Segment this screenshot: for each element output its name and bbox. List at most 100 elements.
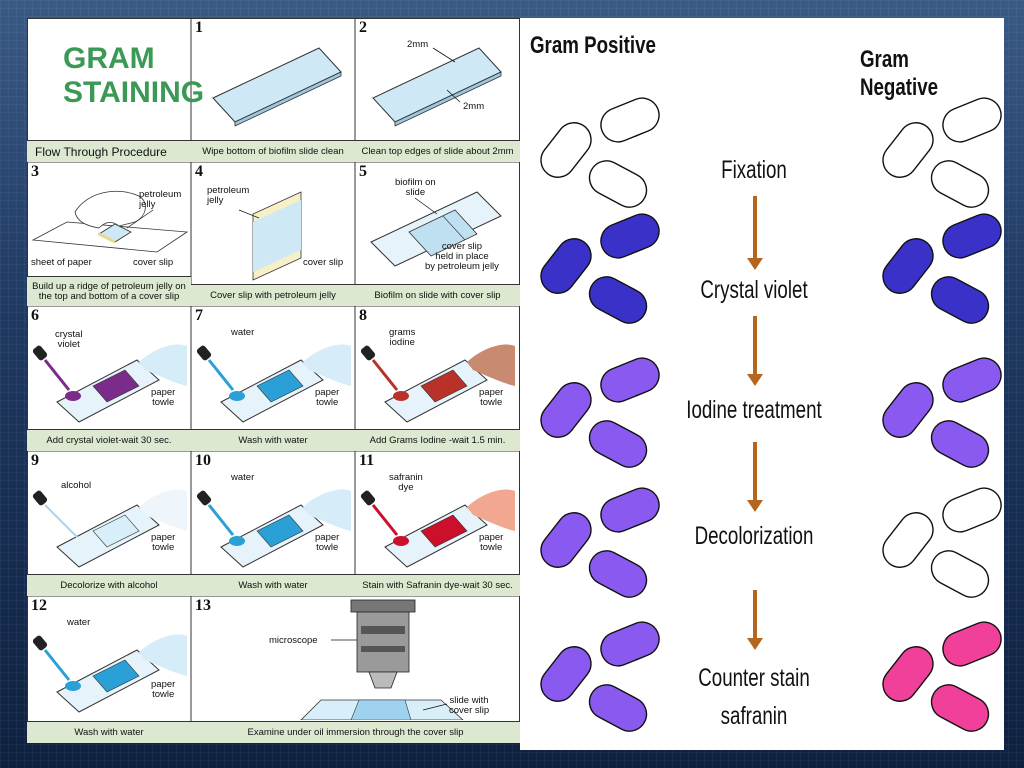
panel-number: 10 — [195, 452, 211, 469]
panel-caption: Biofilm on slide with cover slip — [355, 284, 520, 306]
gram-positive-bacterium — [588, 550, 648, 598]
label-petroleum-jelly: petroleum jelly — [139, 190, 181, 210]
flow-arrow-head — [747, 258, 763, 270]
panel-9: 9 alcohol paper towle Decolorize with al… — [27, 451, 191, 596]
panel-1: 1 Wipe bottom of biofilm slide clean — [191, 18, 355, 162]
label-line: towle — [152, 542, 175, 553]
label-line: paper — [479, 532, 504, 543]
step-label-counter-stain: Counter stain — [698, 664, 810, 692]
label-water: water — [67, 617, 91, 628]
gram-negative-bacterium — [930, 420, 990, 468]
label-water: water — [231, 472, 255, 483]
slide-illustration — [212, 47, 342, 127]
label-biofilm-on-slide: biofilm on slide — [395, 178, 436, 198]
gram-negative-bacterium — [882, 512, 934, 568]
flow-arrow-shaft — [753, 196, 757, 260]
panel-number: 2 — [359, 19, 367, 36]
gram-positive-bacterium — [600, 357, 660, 403]
panel-8: 8 grams iodine paper towle Add Grams Iod… — [355, 306, 520, 451]
gram-negative-heading: Gram Negative — [860, 46, 939, 101]
gram-negative-bacterium — [882, 646, 934, 702]
gram-positive-bacterium — [588, 160, 648, 208]
step-label-fixation: Fixation — [721, 156, 787, 184]
label-line: paper — [479, 387, 504, 398]
label-cover-slip-held: cover slip held in place by petroleum je… — [425, 242, 499, 272]
gram-negative-bacterium — [942, 621, 1002, 667]
panel-number: 5 — [359, 163, 367, 180]
label-water: water — [231, 327, 255, 338]
label-line: paper — [315, 532, 340, 543]
panel-caption: Wipe bottom of biofilm slide clean — [191, 140, 355, 162]
label-line: paper — [151, 532, 176, 543]
panel-caption: Wash with water — [27, 721, 191, 743]
gram-positive-bacterium — [588, 684, 648, 732]
gram-positive-bacterium — [600, 621, 660, 667]
gram-positive-heading: Gram Positive — [530, 32, 656, 59]
label-line: cover slip — [449, 705, 490, 716]
label-paper-towle: paper towle — [151, 388, 175, 408]
procedure-title: GRAM STAINING — [63, 42, 204, 110]
label-line: iodine — [389, 337, 415, 348]
gram-negative-bacterium — [930, 160, 990, 208]
panel-13: 13 microscope slide with cover slip Exam… — [191, 596, 520, 743]
gram-negative-bacterium — [930, 550, 990, 598]
water-wash-illustration — [196, 344, 351, 423]
flow-arrow-head — [747, 638, 763, 650]
label-paper-towle: paper towle — [479, 388, 503, 408]
gram-positive-bacterium — [540, 512, 592, 568]
panel-caption: Clean top edges of slide about 2mm — [355, 140, 520, 162]
panel-caption: Stain with Safranin dye-wait 30 sec. — [355, 574, 520, 596]
label-slide-with-cover-slip: slide with cover slip — [449, 696, 489, 716]
label-line: biofilm on — [395, 177, 436, 188]
panel-10: 10 water paper towle Wash with water — [191, 451, 355, 596]
panel-4: 4 petroleum jelly cover slip Cover slip … — [191, 162, 355, 306]
microscope-illustration — [300, 599, 464, 720]
gram-negative-bacterium — [882, 238, 934, 294]
panel-number: 3 — [31, 163, 39, 180]
panel-caption: Wash with water — [191, 574, 355, 596]
label-crystal-violet: crystal violet — [55, 330, 82, 350]
label-line: cover slip — [441, 241, 483, 252]
label-line: by petroleum jelly — [425, 261, 499, 272]
alcohol-illustration — [32, 489, 187, 568]
label-microscope: microscope — [269, 635, 318, 646]
step-label-iodine-treatment: Iodine treatment — [686, 396, 822, 424]
gram-staining-procedure-chart: GRAM STAINING Flow Through Procedure 1 W… — [27, 18, 520, 743]
label-paper-towle: paper towle — [315, 533, 339, 553]
label-line: paper — [151, 679, 176, 690]
gram-negative-bacterium — [942, 213, 1002, 259]
gram-negative-bacterium — [930, 276, 990, 324]
label-paper-towle: paper towle — [315, 388, 339, 408]
panel-12: 12 water paper towle Wash with water — [27, 596, 191, 743]
gram-positive-bacterium — [588, 276, 648, 324]
crystal-violet-illustration — [32, 344, 187, 423]
label-paper-towle: paper towle — [151, 680, 175, 700]
label-line: paper — [151, 387, 176, 398]
gram-positive-bacterium — [540, 122, 592, 178]
label-paper-towle: paper towle — [151, 533, 175, 553]
gram-positive-bacterium — [540, 382, 592, 438]
gram-negative-bacterium — [930, 684, 990, 732]
panel-number: 12 — [31, 597, 47, 614]
panel-11: 11 safranin dye paper towle Stain with S… — [355, 451, 520, 596]
gram-negative-bacterium — [942, 487, 1002, 533]
panel-number: 4 — [195, 163, 203, 180]
label-line: grams — [389, 327, 416, 338]
step-label-decolorization: Decolorization — [694, 522, 814, 550]
label-paper-towle: paper towle — [479, 533, 503, 553]
gram-negative-bacterium — [882, 382, 934, 438]
label-2mm-top: 2mm — [407, 39, 429, 50]
label-line: towle — [480, 397, 503, 408]
water-wash-illustration — [32, 634, 187, 713]
label-line: jelly — [207, 195, 224, 206]
panel-caption: Examine under oil immersion through the … — [191, 721, 520, 743]
panel-caption: Build up a ridge of petroleum jelly on t… — [27, 276, 191, 306]
safranin-illustration — [360, 489, 515, 568]
gram-positive-bacterium — [540, 238, 592, 294]
gram-positive-bacterium — [540, 646, 592, 702]
step-label-crystal-violet: Crystal violet — [700, 276, 808, 304]
cover-slip-illustration — [238, 191, 302, 281]
panel-number: 9 — [31, 452, 39, 469]
label-line: towle — [152, 689, 175, 700]
label-2mm-bottom: 2mm — [463, 101, 485, 112]
